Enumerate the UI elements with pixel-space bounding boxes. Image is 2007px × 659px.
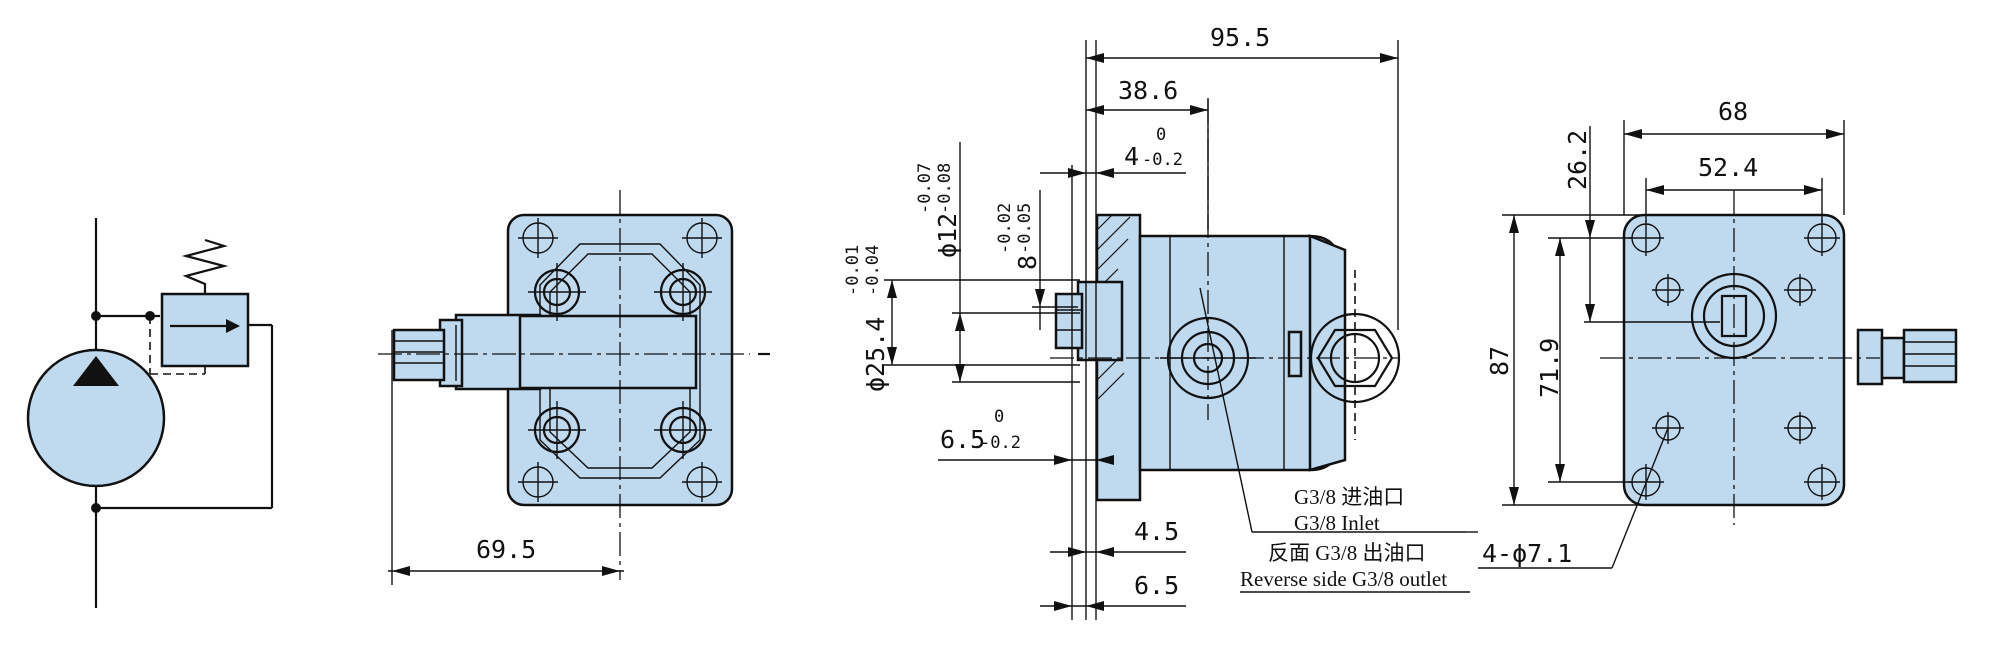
side-view: 95.5 38.6 4 0 -0.2 ϕ12 -0.07 -0.08 8 -0.… bbox=[843, 23, 1478, 620]
relief-valve-icon bbox=[160, 292, 250, 368]
callout-inlet-en: G3/8 Inlet bbox=[1294, 511, 1380, 535]
dim-hole-spacing-x: 52.4 bbox=[1698, 153, 1758, 182]
dim-flange-base: 4 bbox=[1124, 142, 1139, 171]
dim-width: 68 bbox=[1718, 97, 1748, 126]
dim-height: 87 bbox=[1485, 346, 1514, 376]
callout-outlet-en: Reverse side G3/8 outlet bbox=[1240, 567, 1447, 591]
dim-shaft-dia-base: ϕ12 bbox=[933, 213, 962, 258]
hydraulic-symbol bbox=[26, 218, 274, 608]
dim-flange-tol-upper: 0 bbox=[1156, 125, 1166, 145]
dim-step-small: 4.5 bbox=[1134, 517, 1179, 546]
dim-holes: 4-ϕ7.1 bbox=[1482, 539, 1572, 568]
dim-top-offset: 26.2 bbox=[1563, 130, 1592, 190]
end-view: 68 52.4 87 71.9 26.2 4-ϕ7.1 bbox=[1478, 97, 1958, 569]
dim-overall-length: 95.5 bbox=[1210, 23, 1270, 52]
dim-flange-tol-lower: -0.2 bbox=[1142, 150, 1183, 170]
callout-outlet-cn: 反面 G3/8 出油口 bbox=[1268, 541, 1426, 565]
dim-pilot-len-tol-lower: -0.2 bbox=[980, 433, 1021, 453]
flow-arrow-icon bbox=[226, 319, 240, 333]
dim-pilot-dia-tol-upper: -0.01 bbox=[843, 245, 863, 296]
dim-key-tol-upper: -0.02 bbox=[995, 203, 1015, 254]
dim-key-base: 8 bbox=[1013, 255, 1042, 270]
dim-pilot-len-base: 6.5 bbox=[940, 425, 985, 454]
dim-step-large: 6.5 bbox=[1134, 571, 1179, 600]
pump-circle-icon bbox=[26, 348, 166, 488]
dim-pilot-len-tol-upper: 0 bbox=[994, 407, 1004, 427]
front-view: 69.5 bbox=[378, 190, 770, 585]
dim-hole-spacing-y: 71.9 bbox=[1535, 338, 1564, 398]
dim-pilot-dia-base: ϕ25.4 bbox=[861, 317, 890, 392]
dim-shaft-length: 69.5 bbox=[476, 535, 536, 564]
dim-key-tol-lower: -0.05 bbox=[1015, 203, 1035, 254]
dim-shaft-dia-tol-lower: -0.08 bbox=[935, 163, 955, 214]
pump-direction-icon bbox=[73, 356, 119, 386]
callout-inlet-cn: G3/8 进油口 bbox=[1294, 485, 1404, 509]
dim-port-offset: 38.6 bbox=[1118, 76, 1178, 105]
dim-pilot-dia-tol-lower: -0.04 bbox=[863, 245, 883, 296]
spring-icon bbox=[181, 238, 229, 294]
dim-shaft-dia-tol-upper: -0.07 bbox=[915, 163, 935, 214]
